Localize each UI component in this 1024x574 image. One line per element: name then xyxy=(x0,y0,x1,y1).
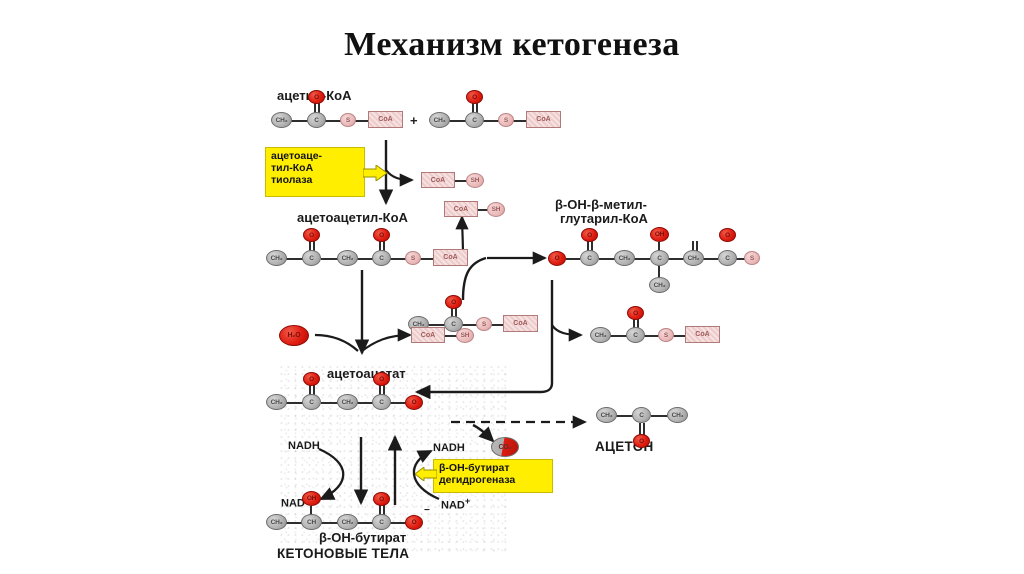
atom-carbon: C xyxy=(650,250,669,266)
label-beta-oh-butyrate: β-OH-бутират xyxy=(319,530,407,545)
atom-sulfur: S xyxy=(405,251,421,265)
atom-oxygen-carboxylate: O xyxy=(548,251,566,266)
atom-methyl: CH₃ xyxy=(266,394,287,410)
atom-oxygen: O xyxy=(373,372,390,386)
label-nadh-left: NADH xyxy=(288,440,320,452)
coa-group: CoA xyxy=(411,327,445,343)
atom-hydroxyl: OH xyxy=(650,227,669,242)
thiolase-arrow-icon xyxy=(363,165,388,181)
atom-oxygen: O xyxy=(373,492,390,506)
label-acetoacetate: ацетоацетат xyxy=(327,366,406,381)
enzyme-box-thiolase[interactable]: ацетоаце- тил-КоА тиолаза xyxy=(265,147,365,197)
coa-group: CoA xyxy=(685,326,720,343)
atom-methyl: CH₃ xyxy=(266,514,287,530)
coa-group: CoA xyxy=(368,111,403,128)
atom-oxygen: O xyxy=(633,434,650,448)
atom-thiol: SH xyxy=(466,173,484,188)
atom-thiol: SH xyxy=(487,202,505,217)
charge-minus: − xyxy=(424,505,430,516)
label-hmg-coa-line1: β-OH-β-метил- xyxy=(555,197,647,212)
label-nad-plus-right: NAD+ xyxy=(441,496,471,512)
atom-methylene: CH₂ xyxy=(683,250,704,266)
atom-oxygen: O xyxy=(303,228,320,242)
atom-oxygen: O xyxy=(466,90,483,104)
molecule-co2: CO₂ xyxy=(491,437,519,457)
charge-minus: − xyxy=(424,385,430,396)
label-nadh-right: NADH xyxy=(433,442,465,454)
atom-carbon: C xyxy=(718,250,737,266)
atom-methyl: CH₃ xyxy=(266,250,287,266)
coa-group: CoA xyxy=(526,111,561,128)
atom-carbon: C xyxy=(465,112,484,128)
atom-sulfur: S xyxy=(340,113,356,127)
atom-methyl: CH₃ xyxy=(596,407,617,423)
nad-text: NAD xyxy=(281,497,305,510)
atom-methylene: CH₂ xyxy=(337,250,358,266)
atom-oxygen: O xyxy=(373,228,390,242)
atom-carbon: C xyxy=(626,327,645,343)
coa-group: CoA xyxy=(503,315,538,332)
plus-sign: + xyxy=(410,113,418,128)
atom-methylene: CH₂ xyxy=(337,514,358,530)
label-hmg-coa-line2: глутарил-КоА xyxy=(560,211,648,226)
atom-carbon: C xyxy=(302,394,321,410)
nad-text: NAD xyxy=(441,499,465,512)
atom-oxygen: O xyxy=(445,295,462,309)
dehydrogenase-arrow-icon xyxy=(415,467,437,481)
atom-methyl: CH₃ xyxy=(667,407,688,423)
atom-oxygen-carboxylate: O xyxy=(405,515,423,530)
atom-carbon: C xyxy=(444,316,463,332)
atom-oxygen: O xyxy=(719,228,736,242)
atom-methyl-branch: CH₃ xyxy=(649,277,670,293)
label-ketone-bodies: КЕТОНОВЫЕ ТЕЛА xyxy=(277,546,410,561)
label-acetoacetyl-coa: ацетоацетил-КоА xyxy=(297,210,408,225)
atom-sulfur: S xyxy=(744,251,760,265)
atom-carbon: C xyxy=(580,250,599,266)
coa-group: CoA xyxy=(444,201,478,217)
atom-hydroxyl: OH xyxy=(302,491,321,506)
atom-oxygen: O xyxy=(308,90,325,104)
atom-oxygen: O xyxy=(303,372,320,386)
atom-oxygen: O xyxy=(627,306,644,320)
atom-carbon: C xyxy=(302,250,321,266)
atom-carbon-h: CH xyxy=(301,514,322,530)
pathway-arrows xyxy=(314,140,587,506)
atom-thiol: SH xyxy=(456,328,474,343)
nad-superscript: + xyxy=(464,496,471,506)
atom-methyl: CH₃ xyxy=(271,112,292,128)
atom-methylene: CH₂ xyxy=(337,394,358,410)
atom-carbon: C xyxy=(372,250,391,266)
atom-sulfur: S xyxy=(498,113,514,127)
molecule-water: H₂O xyxy=(279,325,309,346)
atom-carbon: C xyxy=(372,394,391,410)
atom-methyl: CH₃ xyxy=(590,327,611,343)
page-title: Механизм кетогенеза xyxy=(344,26,680,63)
atom-sulfur: S xyxy=(476,317,492,331)
atom-oxygen-carboxylate: O xyxy=(405,395,423,410)
ketogenesis-pathway-diagram: ацетил-КоА ацетоацетил-КоА β-OH-β-метил-… xyxy=(255,85,775,565)
coa-group: CoA xyxy=(421,172,455,188)
atom-sulfur: S xyxy=(658,328,674,342)
enzyme-box-dehydrogenase[interactable]: β-OH-бутират дегидрогеназа xyxy=(433,459,553,493)
atom-methylene: CH₂ xyxy=(614,250,635,266)
atom-oxygen: O xyxy=(581,228,598,242)
atom-carbon: C xyxy=(632,407,651,423)
atom-carbon: C xyxy=(372,514,391,530)
atom-carbon: C xyxy=(307,112,326,128)
atom-methyl: CH₃ xyxy=(429,112,450,128)
coa-group: CoA xyxy=(433,249,468,266)
